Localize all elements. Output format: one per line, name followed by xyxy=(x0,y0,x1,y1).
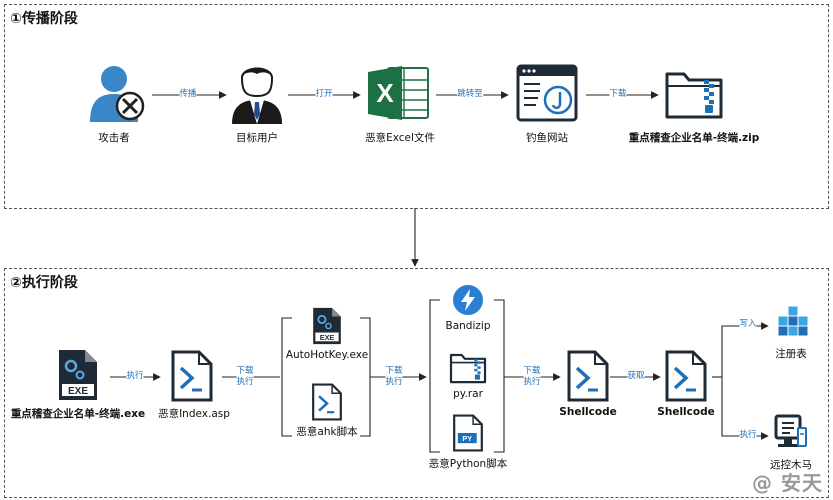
attacker-icon xyxy=(90,66,145,122)
edge-label-execute-2: 执行 xyxy=(385,377,403,387)
remote-trojan-label: 远控木马 xyxy=(770,459,812,471)
exe-file-label: 重点稽查企业名单-终端.exe xyxy=(10,408,146,420)
phishing-site-label: 钓鱼网站 xyxy=(526,132,568,144)
exe-file-icon: EXE xyxy=(59,350,97,400)
edge-label-execute-3: 执行 xyxy=(523,377,541,387)
registry-label: 注册表 xyxy=(775,348,807,360)
ahk-script-label: 恶意ahk脚本 xyxy=(296,426,358,438)
py-rar-icon xyxy=(449,353,487,384)
py-badge-text: PY xyxy=(462,434,472,443)
attacker-label: 攻击者 xyxy=(98,132,130,144)
excel-label: 恶意Excel文件 xyxy=(365,132,435,144)
zip-folder-icon xyxy=(665,72,723,119)
edge-label-download-execute-1: 下载 执行 xyxy=(236,366,254,388)
edge-label-spread: 传播 xyxy=(179,89,197,100)
watermark-logo: @ 安天 xyxy=(752,471,823,495)
edge-label-obtain: 获取 xyxy=(627,371,645,382)
edge-label-execute-1: 执行 xyxy=(236,377,254,387)
phishing-site-icon xyxy=(516,64,578,122)
ahk-script-icon xyxy=(312,383,342,421)
autohotkey-label: AutoHotKey.exe xyxy=(285,349,369,361)
bracket-left-1 xyxy=(281,317,292,437)
edge-label-download: 下载 xyxy=(609,89,627,100)
excel-letter: X xyxy=(376,78,394,108)
shellcode-1-label: Shellcode xyxy=(559,406,617,418)
fork-line xyxy=(721,325,732,437)
index-asp-label: 恶意Index.asp xyxy=(158,408,230,420)
shellcode-2-label: Shellcode xyxy=(657,406,715,418)
bracket-right-1 xyxy=(360,317,371,437)
edge-label-download-execute-2: 下载 执行 xyxy=(385,366,403,388)
edge-label-download-2: 下载 xyxy=(385,366,403,376)
autohotkey-badge-text: EXE xyxy=(320,333,335,342)
python-script-label: 恶意Python脚本 xyxy=(428,458,508,470)
edge-label-redirect: 跳转至 xyxy=(457,89,483,100)
autohotkey-icon: EXE xyxy=(313,307,341,345)
shellcode-1-icon xyxy=(567,350,609,402)
bandizip-icon xyxy=(453,285,483,315)
exec-phase-title: ②执行阶段 xyxy=(10,275,78,291)
target-user-label: 目标用户 xyxy=(236,132,278,144)
excel-icon: X xyxy=(368,66,429,120)
registry-icon xyxy=(777,305,809,337)
bandizip-label: Bandizip xyxy=(445,320,491,332)
remote-trojan-icon xyxy=(774,414,807,447)
edge-label-download-1: 下载 xyxy=(236,366,254,376)
index-asp-icon xyxy=(171,350,213,402)
edge-label-execute-trojan: 执行 xyxy=(739,430,757,441)
py-rar-label: py.rar xyxy=(453,388,483,400)
edge-label-download-execute-3: 下载 执行 xyxy=(523,366,541,388)
spread-phase-title: ①传播阶段 xyxy=(10,11,78,27)
exe-badge-text: EXE xyxy=(68,386,88,397)
zip-file-label: 重点稽查企业名单-终端.zip xyxy=(628,132,760,144)
bracket-right-2 xyxy=(494,299,505,453)
edge-label-execute: 执行 xyxy=(126,371,144,382)
edge-label-write-into: 写入 xyxy=(739,319,757,330)
python-script-icon: PY xyxy=(453,414,483,452)
edge-label-open: 打开 xyxy=(315,89,333,100)
shellcode-2-icon xyxy=(665,350,707,402)
edge-label-download-3: 下载 xyxy=(523,366,541,376)
bracket-left-2 xyxy=(429,299,440,453)
target-user-icon xyxy=(232,67,282,124)
